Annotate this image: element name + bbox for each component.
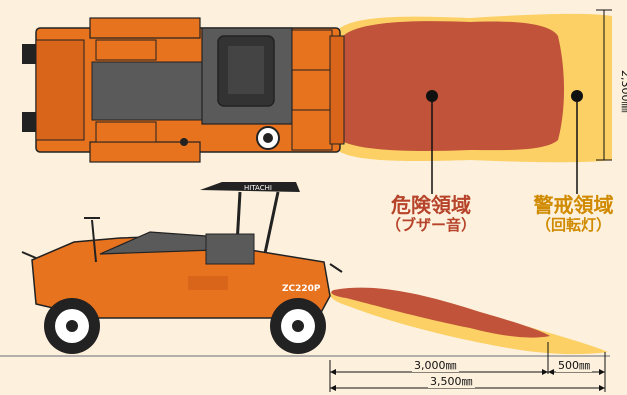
warning-zone-subtitle: （回転灯） — [535, 216, 611, 234]
danger-zone-subtitle: （ブザー音） — [385, 216, 476, 234]
warning-zone-title: 警戒領域 — [533, 193, 614, 217]
length-dimensions — [329, 342, 606, 392]
danger-zone-title: 危険領域 — [391, 193, 471, 217]
roller-side-view: ZC220P — [21, 217, 343, 354]
roller-top-view — [22, 17, 345, 163]
warning-zone-label: 警戒領域 （回転灯） — [520, 194, 627, 234]
width-dim-text: 2,300㎜ — [619, 70, 627, 113]
danger-zone-side — [331, 287, 550, 338]
top-view: 2,300㎜ — [22, 9, 627, 194]
total-length-label: 3,500㎜ — [428, 375, 475, 388]
maker-logo: HITACHI — [244, 184, 272, 192]
model-label: ZC220P — [282, 284, 321, 294]
warning-extra-label: 500㎜ — [556, 359, 592, 372]
side-view: HITACHI ZC220P — [0, 182, 610, 357]
danger-length-label: 3,000㎜ — [412, 359, 459, 372]
danger-zone-label: 危険領域 （ブザー音） — [372, 194, 490, 234]
danger-zone-top — [340, 21, 564, 151]
